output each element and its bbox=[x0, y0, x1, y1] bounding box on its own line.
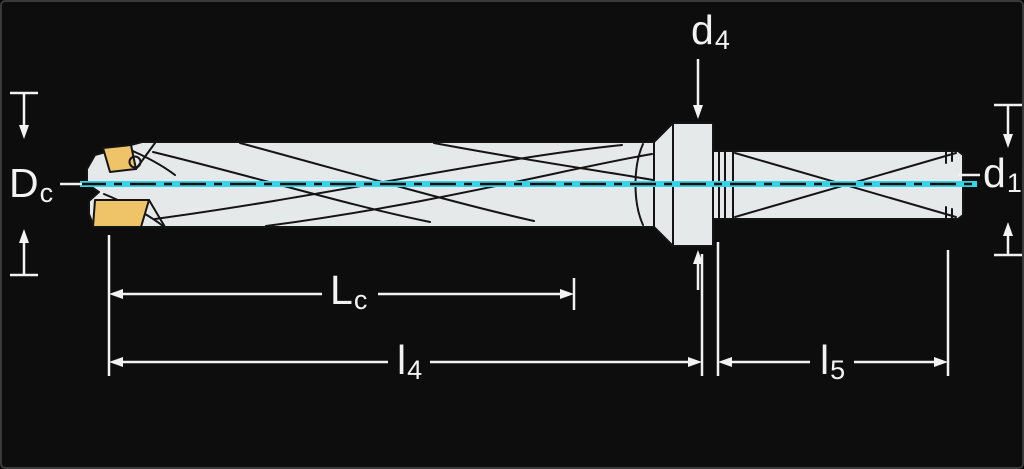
label-l5-sub: 5 bbox=[830, 355, 846, 385]
flute-curve-3 bbox=[154, 144, 623, 220]
d4-bottom-arrowhead bbox=[693, 250, 703, 264]
dimension-d1 bbox=[958, 103, 1022, 257]
label-d1-main: d bbox=[983, 150, 1006, 196]
lc-right-arrowhead bbox=[560, 289, 574, 299]
coolant-hole bbox=[128, 155, 142, 169]
label-dc-main: D bbox=[9, 160, 39, 206]
flute-curve-1 bbox=[152, 151, 431, 223]
label-lc-main: L bbox=[330, 267, 353, 313]
outer-insert bbox=[92, 199, 150, 228]
dimension-dc bbox=[10, 91, 82, 277]
l5-left-arrowhead bbox=[718, 357, 732, 367]
d1-top-arrowhead bbox=[1003, 134, 1013, 148]
label-l5-main: l bbox=[820, 337, 830, 383]
l4-right-arrowhead bbox=[688, 357, 702, 367]
label-lc-sub: c bbox=[353, 285, 368, 315]
dc-top-arrowhead bbox=[19, 125, 29, 139]
cutting-tip bbox=[92, 142, 166, 228]
label-l4-sub: 4 bbox=[407, 355, 423, 385]
label-dc-sub: c bbox=[39, 178, 54, 208]
label-l4-main: l bbox=[397, 337, 407, 383]
dimension-lc bbox=[107, 235, 576, 376]
d1-bottom-arrowhead bbox=[1003, 222, 1013, 236]
label-d4-main: d bbox=[691, 7, 714, 53]
outer-insert-pocket-line bbox=[148, 199, 166, 228]
dimension-d4 bbox=[693, 59, 703, 290]
label-d1-sub: 1 bbox=[1006, 168, 1022, 198]
l5-right-arrowhead bbox=[934, 357, 948, 367]
label-d4-sub: 4 bbox=[714, 25, 730, 55]
l4-left-arrowhead bbox=[109, 357, 123, 367]
dimension-l4 bbox=[109, 254, 704, 376]
d4-top-arrowhead bbox=[693, 105, 703, 119]
dc-bottom-arrowhead bbox=[19, 229, 29, 243]
dimension-l5 bbox=[716, 242, 950, 376]
lc-left-arrowhead bbox=[109, 289, 123, 299]
